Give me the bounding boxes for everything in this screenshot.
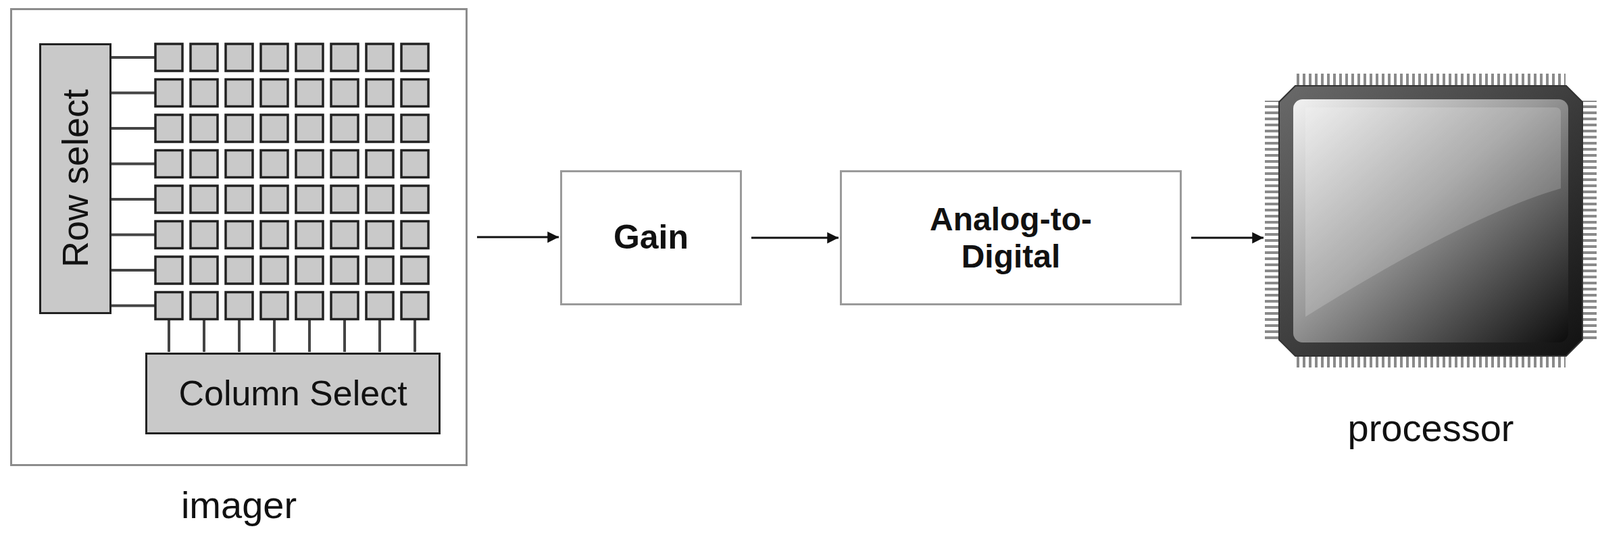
pixel-cell <box>155 79 183 107</box>
pixel-cell <box>190 79 218 107</box>
pixel-cell <box>260 150 288 178</box>
pixel-cell <box>401 114 429 142</box>
column-wire <box>413 319 417 353</box>
pixel-cell <box>331 221 359 249</box>
pixel-cell <box>260 43 288 71</box>
pixel-cell <box>366 256 394 284</box>
row-wire <box>109 56 156 59</box>
box-label: Analog-to- Digital <box>899 200 1123 275</box>
pixel-cell <box>401 150 429 178</box>
pixel-cell <box>331 114 359 142</box>
pixel-cell <box>401 221 429 249</box>
pixel-cell <box>225 185 253 213</box>
pixel-cell <box>331 43 359 71</box>
row-wire <box>109 127 156 130</box>
pixel-cell <box>331 185 359 213</box>
pixel-cell <box>190 292 218 320</box>
pixel-cell <box>401 292 429 320</box>
pixel-cell <box>155 114 183 142</box>
row-wire <box>109 304 156 308</box>
box-label: Row select <box>54 89 96 268</box>
pixel-cell <box>260 114 288 142</box>
pixel-cell <box>295 43 323 71</box>
pixel-cell <box>331 150 359 178</box>
pixel-cell <box>225 150 253 178</box>
pixel-cell <box>295 292 323 320</box>
pixel-cell <box>260 221 288 249</box>
pixel-cell <box>331 256 359 284</box>
process-box: Gain <box>560 170 742 306</box>
pixel-cell <box>260 185 288 213</box>
row-wire <box>109 197 156 201</box>
pixel-cell <box>295 185 323 213</box>
signal-arrow <box>1191 237 1264 240</box>
box-label: Gain <box>613 218 689 258</box>
row-wire <box>109 233 156 237</box>
box-label: Column Select <box>178 373 407 415</box>
pixel-cell <box>401 79 429 107</box>
pixel-cell <box>295 114 323 142</box>
pixel-cell <box>190 150 218 178</box>
pixel-cell <box>366 114 394 142</box>
column-wire <box>343 319 346 353</box>
pixel-cell <box>366 43 394 71</box>
pixel-cell <box>331 292 359 320</box>
pixel-cell <box>260 79 288 107</box>
pixel-cell <box>401 256 429 284</box>
row-select-box: Row select <box>39 43 112 315</box>
pixel-cell <box>366 150 394 178</box>
chip-drawing <box>1264 73 1597 368</box>
pixel-cell <box>260 256 288 284</box>
node-label: imager <box>0 483 601 528</box>
row-wire <box>109 268 156 272</box>
pixel-cell <box>155 221 183 249</box>
pixel-cell <box>225 292 253 320</box>
pixel-cell <box>225 114 253 142</box>
column-wire <box>308 319 311 353</box>
imager-box: imagerRow selectColumn Select <box>10 8 468 467</box>
pixel-cell <box>155 150 183 178</box>
pixel-cell <box>295 150 323 178</box>
pixel-cell <box>155 256 183 284</box>
column-wire <box>272 319 276 353</box>
pixel-cell <box>366 185 394 213</box>
pixel-cell <box>190 185 218 213</box>
pixel-cell <box>331 79 359 107</box>
pixel-cell <box>190 256 218 284</box>
column-wire <box>202 319 206 353</box>
row-wire <box>109 162 156 166</box>
pixel-cell <box>260 292 288 320</box>
pixel-cell <box>366 79 394 107</box>
node-label: processor <box>1129 406 1600 450</box>
pixel-cell <box>190 114 218 142</box>
pixel-cell <box>225 79 253 107</box>
pixel-cell <box>295 79 323 107</box>
pixel-cell <box>155 43 183 71</box>
pixel-cell <box>401 43 429 71</box>
signal-arrow <box>477 236 559 239</box>
processor-chip: processor <box>1264 73 1597 368</box>
signal-arrow <box>751 237 839 240</box>
pixel-cell <box>225 43 253 71</box>
pixel-cell <box>366 221 394 249</box>
row-wire <box>109 91 156 95</box>
pixel-cell <box>225 256 253 284</box>
pixel-cell <box>295 221 323 249</box>
pixel-cell <box>366 292 394 320</box>
pixel-cell <box>190 221 218 249</box>
column-select-box: Column Select <box>145 352 441 435</box>
pixel-cell <box>155 185 183 213</box>
pixel-cell <box>295 256 323 284</box>
column-wire <box>167 319 171 353</box>
process-box: Analog-to- Digital <box>839 170 1182 306</box>
pixel-cell <box>225 221 253 249</box>
pixel-cell <box>401 185 429 213</box>
column-wire <box>378 319 382 353</box>
column-wire <box>237 319 241 353</box>
pixel-cell <box>190 43 218 71</box>
pixel-cell <box>155 292 183 320</box>
